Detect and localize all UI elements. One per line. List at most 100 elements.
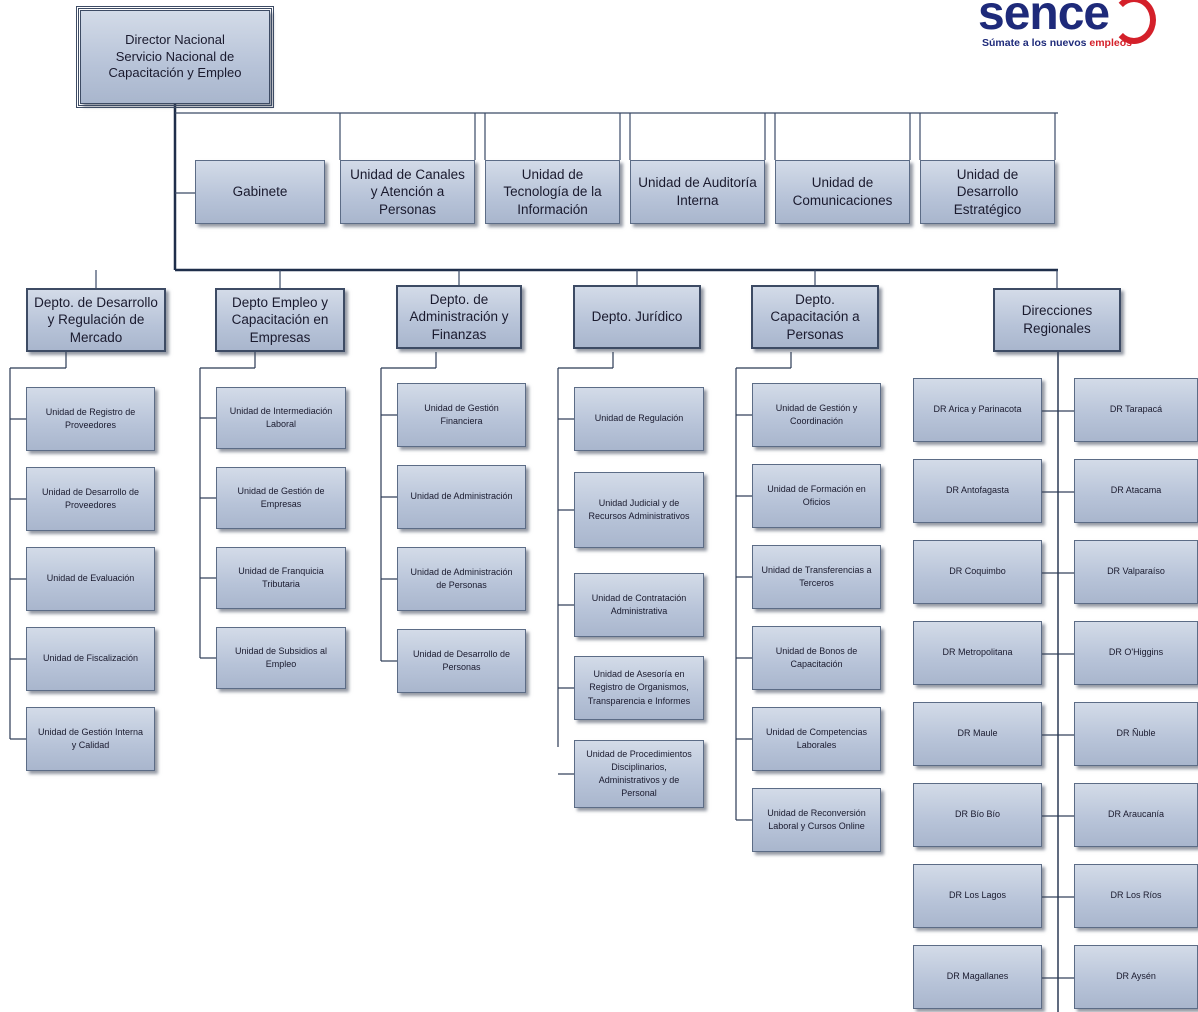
logo-tagline: Súmate a los nuevos empleos (982, 37, 1132, 49)
region-left-6-label: DR Los Lagos (948, 890, 1007, 901)
unit-box-4-0-label: Unidad de Gestión y Coordinación (775, 402, 858, 426)
department-box-2: Depto. de Administración y Finanzas (396, 285, 522, 349)
staff-unit-4: Unidad de Comunicaciones (775, 160, 910, 224)
staff-unit-4-label: Unidad de Comunicaciones (792, 175, 893, 208)
unit-box-0-4: Unidad de Gestión Interna y Calidad (26, 707, 155, 771)
unit-box-0-1: Unidad de Desarrollo de Proveedores (26, 467, 155, 531)
unit-box-2-1: Unidad de Administración (397, 465, 526, 529)
region-right-4: DR Ñuble (1074, 702, 1198, 766)
sence-logo: sence Súmate a los nuevos empleos (972, 0, 1162, 54)
unit-box-3-3-label: Unidad de Asesoría en Registro de Organi… (587, 669, 691, 706)
unit-box-4-5: Unidad de Reconversión Laboral y Cursos … (752, 788, 881, 852)
region-left-5-label: DR Bío Bío (954, 809, 1001, 820)
department-box-5-label: Direcciones Regionales (1021, 303, 1093, 336)
staff-unit-3-label: Unidad de Auditoría Interna (638, 175, 757, 208)
unit-box-0-3: Unidad de Fiscalización (26, 627, 155, 691)
unit-box-4-0: Unidad de Gestión y Coordinación (752, 383, 881, 447)
unit-box-1-2: Unidad de Franquicia Tributaria (216, 547, 346, 609)
staff-unit-5: Unidad de Desarrollo Estratégico (920, 160, 1055, 224)
region-left-7-label: DR Magallanes (946, 971, 1009, 982)
unit-box-2-0-label: Unidad de Gestión Financiera (424, 402, 499, 426)
unit-box-4-2-label: Unidad de Transferencias a Terceros (761, 564, 872, 588)
department-box-1: Depto Empleo y Capacitación en Empresas (215, 288, 345, 352)
region-left-7: DR Magallanes (913, 945, 1042, 1009)
region-right-2: DR Valparaíso (1074, 540, 1198, 604)
unit-box-2-1-label: Unidad de Administración (410, 491, 513, 502)
staff-unit-0-label: Gabinete (232, 184, 288, 200)
unit-box-3-2: Unidad de Contratación Administrativa (574, 573, 704, 637)
unit-box-1-1: Unidad de Gestión de Empresas (216, 467, 346, 529)
department-box-1-label: Depto Empleo y Capacitación en Empresas (231, 294, 329, 345)
region-left-1-label: DR Antofagasta (945, 485, 1010, 496)
unit-box-2-3-label: Unidad de Desarrollo de Personas (412, 648, 511, 672)
region-right-4-label: DR Ñuble (1116, 728, 1156, 739)
unit-box-3-4: Unidad de Procedimientos Disciplinarios,… (574, 740, 704, 808)
region-left-5: DR Bío Bío (913, 783, 1042, 847)
unit-box-1-0-label: Unidad de Intermediación Laboral (229, 405, 333, 429)
region-right-1-label: DR Atacama (1110, 485, 1162, 496)
department-box-5: Direcciones Regionales (993, 288, 1121, 352)
unit-box-1-0: Unidad de Intermediación Laboral (216, 387, 346, 449)
region-left-3-label: DR Metropolitana (942, 647, 1013, 658)
logo-word: sence (978, 0, 1110, 40)
staff-unit-2: Unidad de Tecnología de la Información (485, 160, 620, 224)
unit-box-0-1-label: Unidad de Desarrollo de Proveedores (41, 486, 140, 510)
unit-box-4-4-label: Unidad de Competencias Laborales (765, 726, 868, 750)
department-box-3-label: Depto. Jurídico (591, 309, 683, 325)
unit-box-2-3: Unidad de Desarrollo de Personas (397, 629, 526, 693)
region-left-0-label: DR Arica y Parinacota (933, 404, 1022, 415)
staff-unit-3: Unidad de Auditoría Interna (630, 160, 765, 224)
staff-unit-0: Gabinete (195, 160, 325, 224)
unit-box-4-1-label: Unidad de Formación en Oficios (767, 483, 866, 507)
unit-box-2-2: Unidad de Administración de Personas (397, 547, 526, 611)
region-right-3-label: DR O'Higgins (1108, 647, 1164, 658)
region-left-3: DR Metropolitana (913, 621, 1042, 685)
director-box-label: Director Nacional Servicio Nacional de C… (108, 31, 242, 81)
region-left-4-label: DR Maule (957, 728, 998, 739)
unit-box-0-0-label: Unidad de Registro de Proveedores (45, 406, 136, 430)
region-left-6: DR Los Lagos (913, 864, 1042, 928)
unit-box-3-1-label: Unidad Judicial y de Recursos Administra… (588, 497, 690, 521)
unit-box-1-3-label: Unidad de Subsidios al Empleo (234, 645, 328, 669)
region-right-0-label: DR Tarapacá (1109, 404, 1163, 415)
unit-box-3-2-label: Unidad de Contratación Administrativa (591, 592, 687, 616)
unit-box-3-0: Unidad de Regulación (574, 387, 704, 451)
department-box-2-label: Depto. de Administración y Finanzas (409, 291, 509, 342)
unit-box-3-3: Unidad de Asesoría en Registro de Organi… (574, 656, 704, 720)
unit-box-4-1: Unidad de Formación en Oficios (752, 464, 881, 528)
staff-unit-1-label: Unidad de Canales y Atención a Personas (350, 166, 465, 217)
unit-box-0-2: Unidad de Evaluación (26, 547, 155, 611)
unit-box-3-0-label: Unidad de Regulación (594, 413, 684, 424)
region-right-7-label: DR Aysén (1116, 971, 1156, 982)
unit-box-0-4-label: Unidad de Gestión Interna y Calidad (37, 726, 144, 750)
director-box: Director Nacional Servicio Nacional de C… (76, 6, 274, 108)
unit-box-4-3: Unidad de Bonos de Capacitación (752, 626, 881, 690)
department-box-0: Depto. de Desarrollo y Regulación de Mer… (26, 288, 166, 352)
unit-box-4-4: Unidad de Competencias Laborales (752, 707, 881, 771)
region-right-0: DR Tarapacá (1074, 378, 1198, 442)
region-right-5-label: DR Araucanía (1107, 809, 1165, 820)
unit-box-2-0: Unidad de Gestión Financiera (397, 383, 526, 447)
region-right-5: DR Araucanía (1074, 783, 1198, 847)
department-box-0-label: Depto. de Desarrollo y Regulación de Mer… (34, 294, 158, 345)
unit-box-4-3-label: Unidad de Bonos de Capacitación (775, 645, 858, 669)
department-box-3: Depto. Jurídico (573, 285, 701, 349)
unit-box-0-3-label: Unidad de Fiscalización (42, 653, 139, 664)
region-right-2-label: DR Valparaíso (1107, 566, 1165, 577)
region-left-0: DR Arica y Parinacota (913, 378, 1042, 442)
department-box-4-label: Depto. Capacitación a Personas (770, 291, 860, 342)
unit-box-4-5-label: Unidad de Reconversión Laboral y Cursos … (767, 807, 866, 831)
unit-box-2-2-label: Unidad de Administración de Personas (410, 566, 513, 590)
unit-box-0-0: Unidad de Registro de Proveedores (26, 387, 155, 451)
department-box-4: Depto. Capacitación a Personas (751, 285, 879, 349)
unit-box-3-4-label: Unidad de Procedimientos Disciplinarios,… (586, 748, 692, 799)
region-left-2-label: DR Coquimbo (949, 566, 1006, 577)
region-right-7: DR Aysén (1074, 945, 1198, 1009)
region-left-4: DR Maule (913, 702, 1042, 766)
staff-unit-5-label: Unidad de Desarrollo Estratégico (953, 166, 1022, 217)
region-left-2: DR Coquimbo (913, 540, 1042, 604)
logo-arc-icon (1112, 0, 1156, 44)
region-right-6-label: DR Los Ríos (1110, 890, 1162, 901)
region-right-1: DR Atacama (1074, 459, 1198, 523)
